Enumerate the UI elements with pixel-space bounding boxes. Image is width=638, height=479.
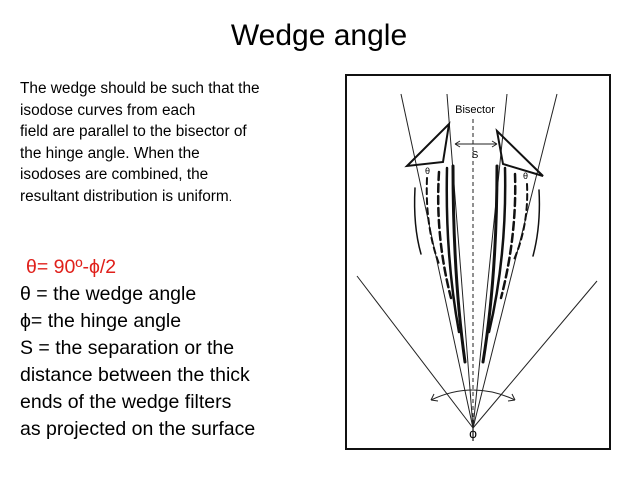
definitions-block: θ= 90º-ϕ/2 θ = the wedge angle ϕ= the hi…: [20, 254, 255, 443]
intro-paragraph: The wedge should be such that the isodos…: [20, 78, 330, 209]
hinge-angle-label: ϕ: [469, 425, 477, 441]
left-isodose-curve: [436, 170, 453, 300]
left-isodose-curve: [413, 187, 422, 255]
separation-definition-line: ends of the wedge filters: [20, 391, 232, 413]
left-isodose-curve: [451, 164, 467, 364]
intro-line: the hinge angle. When the: [20, 144, 200, 162]
separation-definition-line: S = the separation or the: [20, 337, 235, 359]
hinge-arc-arrowheads: [430, 393, 516, 402]
right-field-outer-edge: [472, 93, 558, 429]
left-isodose-curve: [425, 177, 440, 265]
intro-period: .: [228, 189, 233, 204]
left-field-inner-edge: [446, 93, 474, 429]
wedge-pair-diagram: Bisector S θ θ: [345, 74, 611, 450]
intro-line-text: resultant distribution is uniform: [20, 187, 229, 205]
right-isodose-curve: [481, 164, 499, 364]
left-wedge-filter: [404, 121, 451, 168]
intro-line: resultant distribution is uniform.: [20, 186, 330, 209]
separation-label: S: [472, 150, 479, 161]
hinge-angle-arc: [430, 389, 516, 401]
separation-arrowheads: [454, 140, 498, 148]
left-isodose-curve: [445, 166, 461, 334]
wedge-angle-formula: θ= 90º-ϕ/2: [26, 256, 117, 278]
lower-left-edge: [356, 275, 474, 429]
theta-definition: θ = the wedge angle: [20, 283, 197, 305]
bisector-label: Bisector: [455, 104, 495, 116]
right-wedge-filter: [495, 128, 544, 177]
right-isodose-curve: [532, 189, 541, 257]
slide-title: Wedge angle: [230, 19, 408, 52]
intro-line: field are parallel to the bisector of: [20, 123, 247, 141]
right-isodose-curve: [487, 166, 507, 334]
right-isodose-curve: [499, 172, 517, 300]
separation-definition-line: as projected on the surface: [20, 418, 256, 440]
intro-line: isodose curves from each: [20, 101, 196, 119]
separation-definition-line: distance between the thick: [20, 364, 250, 386]
lower-right-edge: [472, 280, 598, 429]
intro-line: isodoses are combined, the: [20, 166, 209, 184]
left-wedge-angle-label: θ: [425, 166, 430, 176]
wedge-pair-svg: Bisector S θ θ: [356, 93, 598, 441]
phi-definition: ϕ= the hinge angle: [20, 310, 182, 332]
bisector-label-bg: [455, 102, 495, 116]
right-wedge-angle-label: θ: [523, 171, 528, 181]
right-isodose-curve: [512, 183, 529, 263]
intro-line: The wedge should be such that the: [20, 80, 260, 97]
